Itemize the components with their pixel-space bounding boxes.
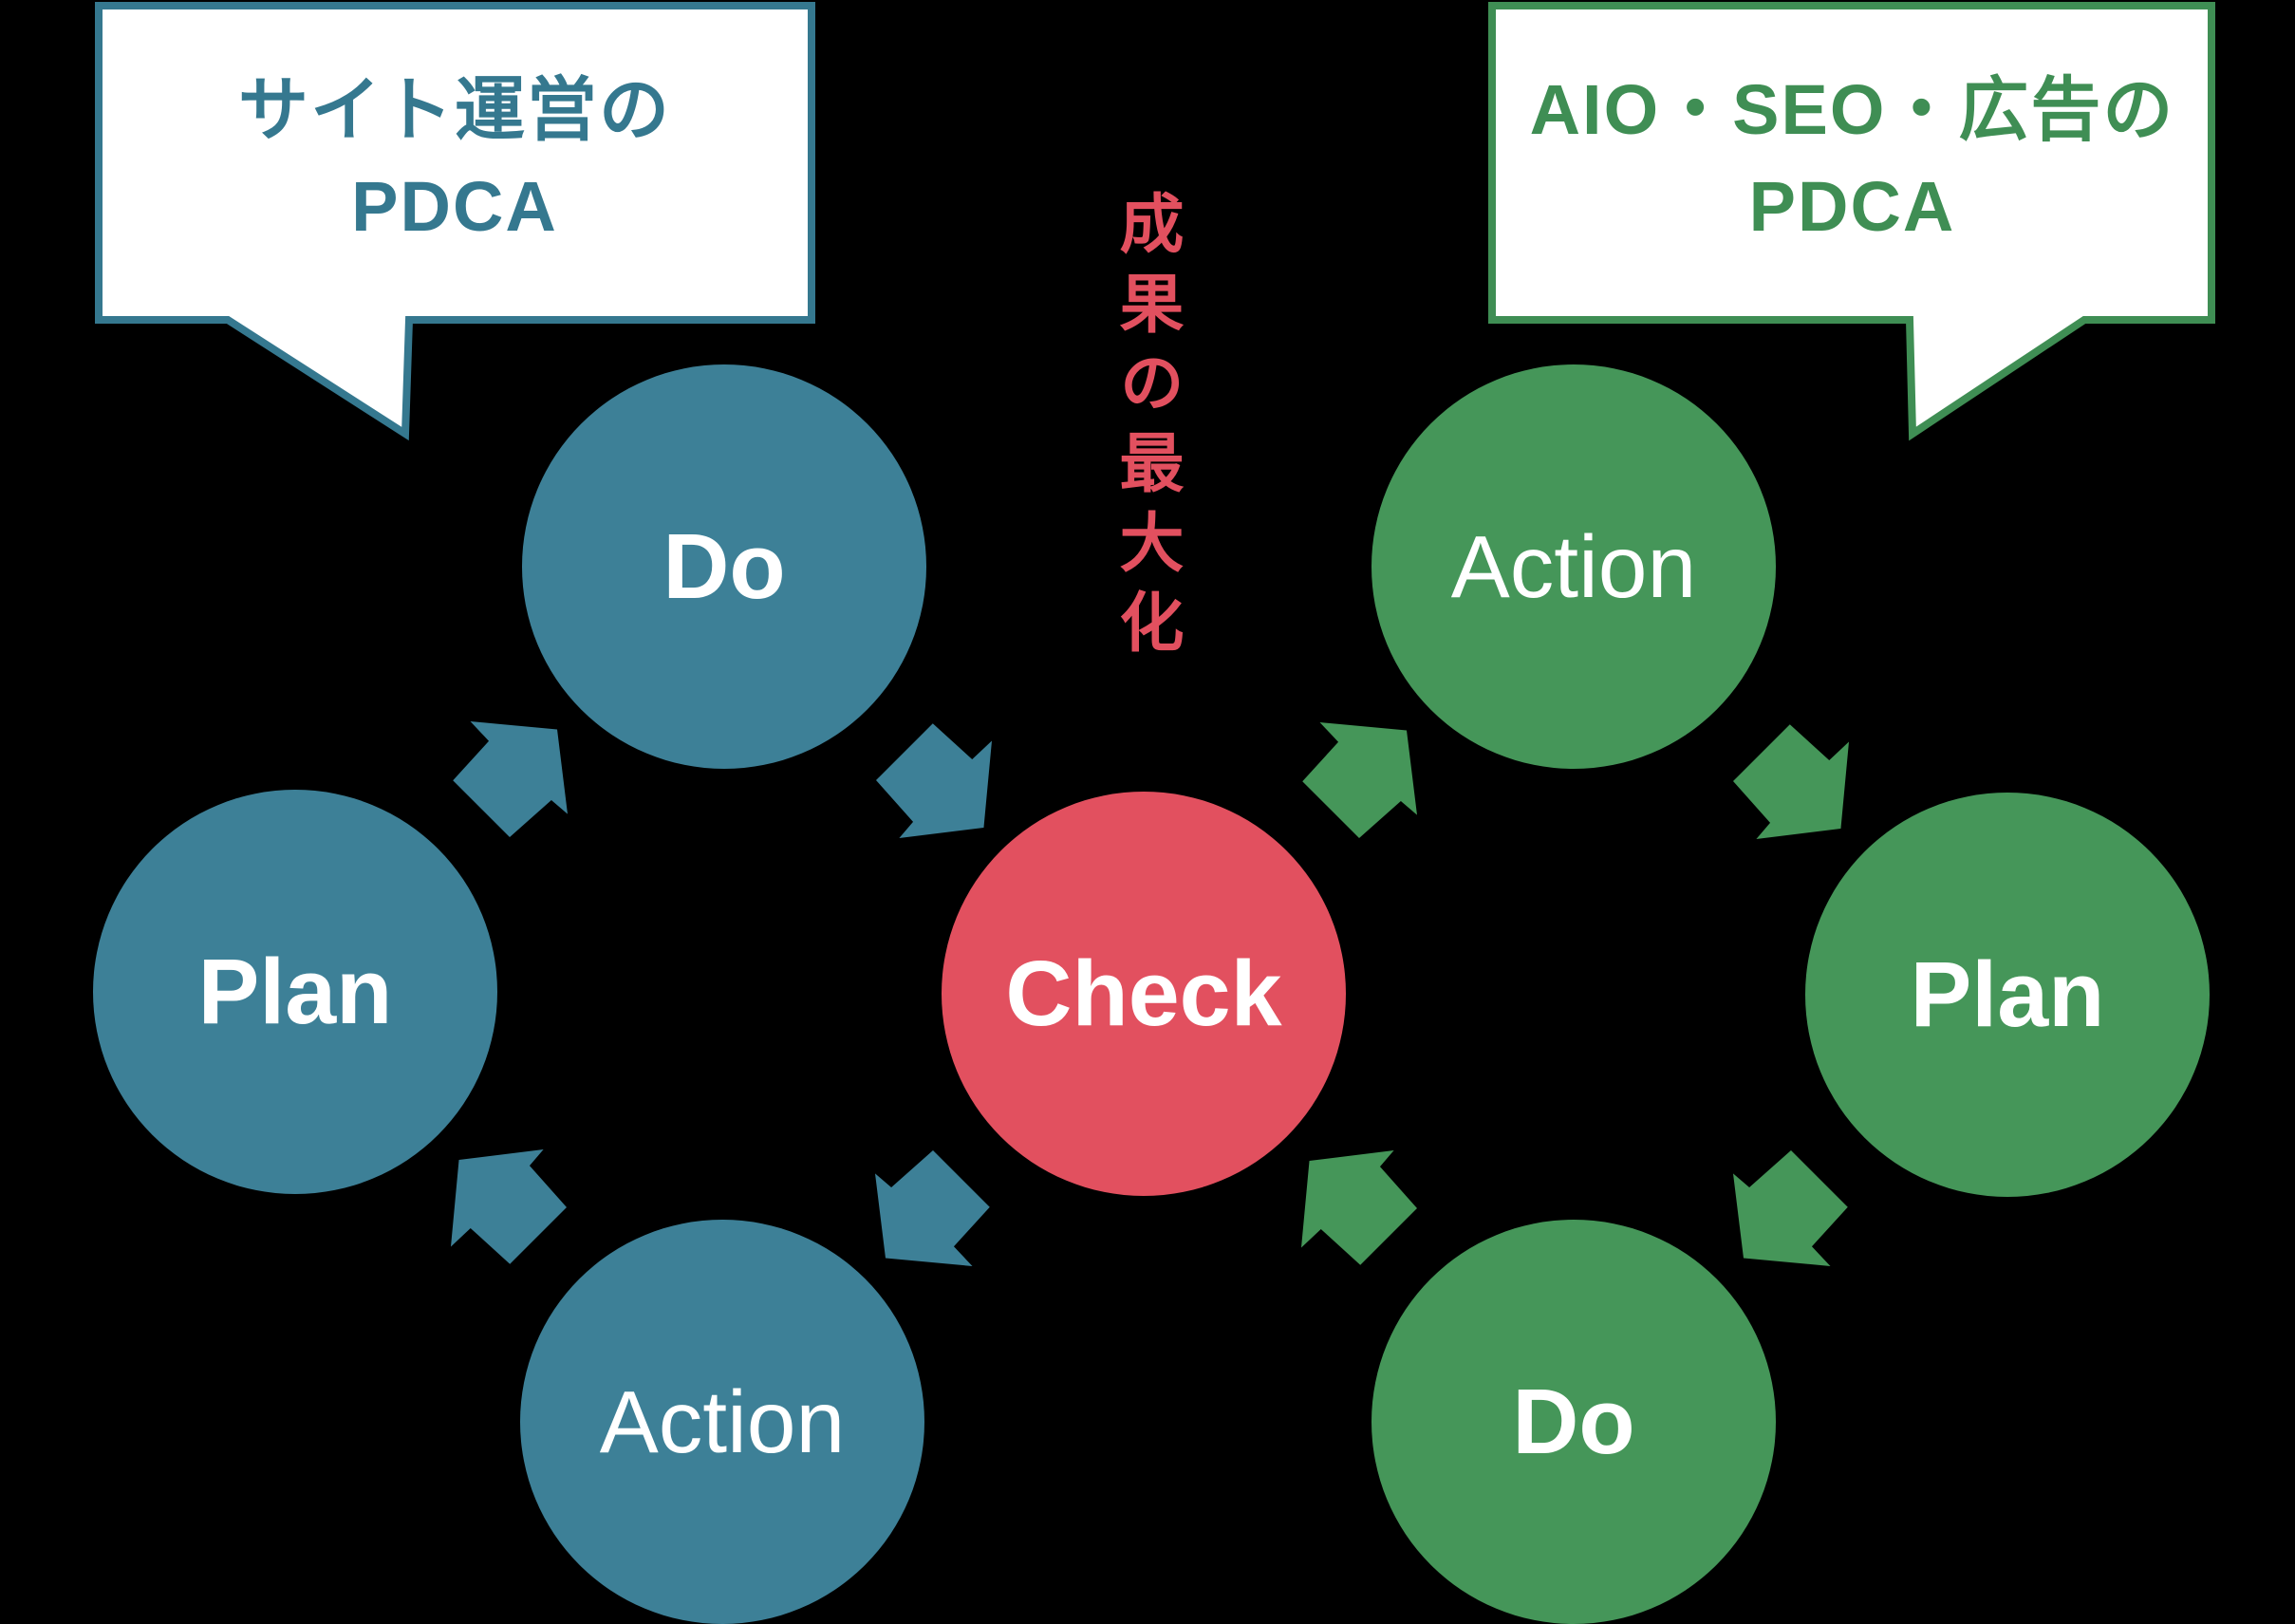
arrow-marketing-action-to-plan (1733, 724, 1849, 839)
left-callout-line2: PDCA (351, 167, 558, 246)
right-callout-line1: AIO・SEO・広告の (1529, 70, 2175, 149)
left-callout-line1: サイト運営の (238, 70, 671, 149)
circle-site-action: Action (520, 1220, 924, 1624)
right-callout-bubble (1488, 2, 2215, 441)
goal-label: 成果の最大化 (1110, 190, 1182, 668)
circle-marketing-action: Action (1371, 364, 1776, 769)
left-callout: サイト運営の PDCA (98, 11, 812, 306)
right-callout-line2: PDCA (1748, 167, 1956, 246)
circle-marketing-plan-label: Plan (1910, 943, 2105, 1046)
right-callout: AIO・SEO・広告の PDCA (1492, 11, 2212, 306)
circle-site-do-label: Do (662, 514, 786, 618)
arrow-site-check-to-action (875, 1150, 990, 1266)
callout-bubbles (95, 2, 2215, 441)
circle-site-plan: Plan (93, 790, 497, 1194)
circle-site-action-label: Action (599, 1372, 846, 1471)
circle-check: Check (942, 792, 1346, 1196)
circle-marketing-do: Do (1371, 1220, 1776, 1624)
circle-marketing-action-label: Action (1450, 516, 1697, 616)
arrow-site-do-to-check (876, 723, 992, 838)
arrow-marketing-plan-to-do (1733, 1150, 1848, 1266)
arrow-site-plan-to-do (453, 721, 568, 837)
arrow-site-action-to-plan (451, 1149, 567, 1264)
circle-check-label: Check (1005, 942, 1282, 1045)
circle-marketing-plan: Plan (1805, 793, 2210, 1197)
circle-site-plan-label: Plan (197, 940, 393, 1043)
arrow-marketing-do-to-check (1301, 1150, 1417, 1265)
circle-marketing-do-label: Do (1512, 1370, 1635, 1473)
left-callout-bubble (95, 2, 815, 441)
arrow-marketing-check-to-action (1302, 722, 1417, 838)
circle-site-do: Do (522, 364, 926, 769)
